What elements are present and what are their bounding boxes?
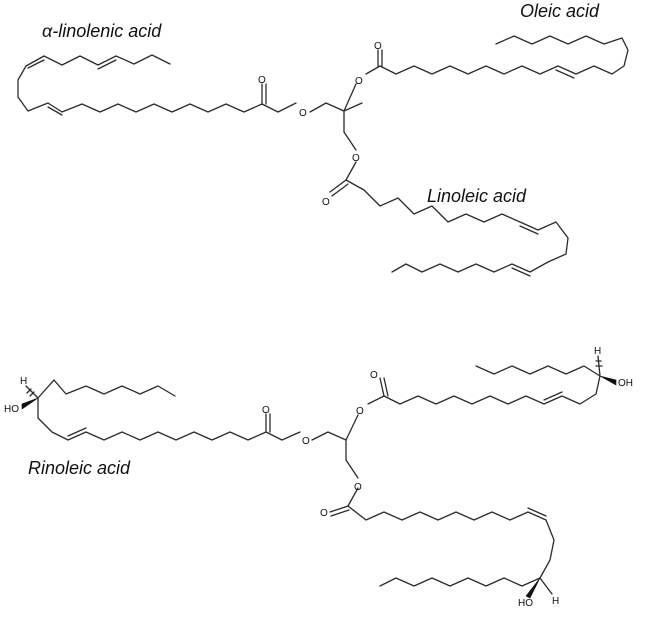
atom-o-carbonyl-oleic: O [374, 41, 382, 52]
atom-ho-lower: HO [518, 598, 533, 609]
atom-h-upper-right: H [594, 346, 601, 357]
alpha-linolenic-chain [17, 54, 297, 116]
atom-o-carbonyl-rin-lower: O [320, 508, 328, 519]
oleic-chain [365, 35, 629, 79]
rinoleic-chain [21, 379, 301, 441]
label-alpha-linolenic: α-linolenic acid [42, 21, 162, 41]
linoleic-chain [329, 161, 569, 277]
top-oxygen-atoms: O O O O O O [258, 41, 382, 208]
label-rinoleic: Rinoleic acid [28, 458, 131, 478]
atom-o-carbonyl-rin-upper: O [370, 370, 378, 381]
atom-oh-upper-right: OH [618, 378, 633, 389]
rinoleic-chain-lower [329, 487, 555, 599]
top-triglyceride: O O O O O O α-linolenic acid Oleic acid … [17, 1, 629, 277]
atom-ho-left: HO [4, 404, 19, 415]
label-linoleic: Linoleic acid [427, 186, 527, 206]
atom-o-carbonyl-alpha: O [258, 75, 266, 86]
atom-o-carbonyl-rin-left: O [262, 405, 270, 416]
atom-o-ester-oleic: O [355, 76, 363, 87]
atom-h-left: H [20, 376, 27, 387]
atom-o-ester-rin-upper: O [356, 406, 364, 417]
atom-h-lower: H [552, 596, 559, 607]
label-oleic: Oleic acid [520, 1, 600, 21]
glycerol-backbone-bottom [311, 414, 359, 479]
atom-o-ester-rin-lower: O [354, 482, 362, 493]
atom-o-ester-alpha: O [299, 108, 307, 119]
rinoleic-chain-upper [367, 355, 617, 405]
bottom-atoms: O O O O O O HO H OH H HO H [4, 346, 633, 609]
atom-o-carbonyl-linoleic: O [322, 197, 330, 208]
glycerol-backbone-top [309, 83, 363, 151]
atom-o-ester-linoleic: O [352, 153, 360, 164]
atom-o-ester-rin-left: O [302, 436, 310, 447]
bottom-triglyceride: O O O O O O HO H OH H HO H Rinoleic acid [4, 346, 633, 609]
